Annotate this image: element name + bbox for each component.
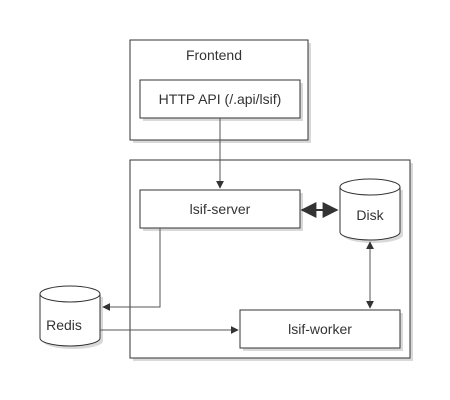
http-api-label: HTTP API (/.api/lsif): [159, 91, 282, 107]
lsif-worker-node: lsif-worker: [239, 309, 403, 351]
lsif-server-label: lsif-server: [190, 201, 251, 217]
lsif-server-node: lsif-server: [139, 189, 303, 231]
frontend-title: Frontend: [186, 47, 242, 63]
lsif-worker-label: lsif-worker: [288, 321, 352, 337]
edge-lsif-server-to-redis: [102, 228, 161, 311]
redis-node: Redis: [39, 285, 103, 349]
http-api-node: HTTP API (/.api/lsif): [139, 79, 303, 121]
disk-node: Disk: [339, 178, 403, 243]
disk-label: Disk: [356, 207, 384, 223]
redis-label: Redis: [46, 317, 82, 333]
